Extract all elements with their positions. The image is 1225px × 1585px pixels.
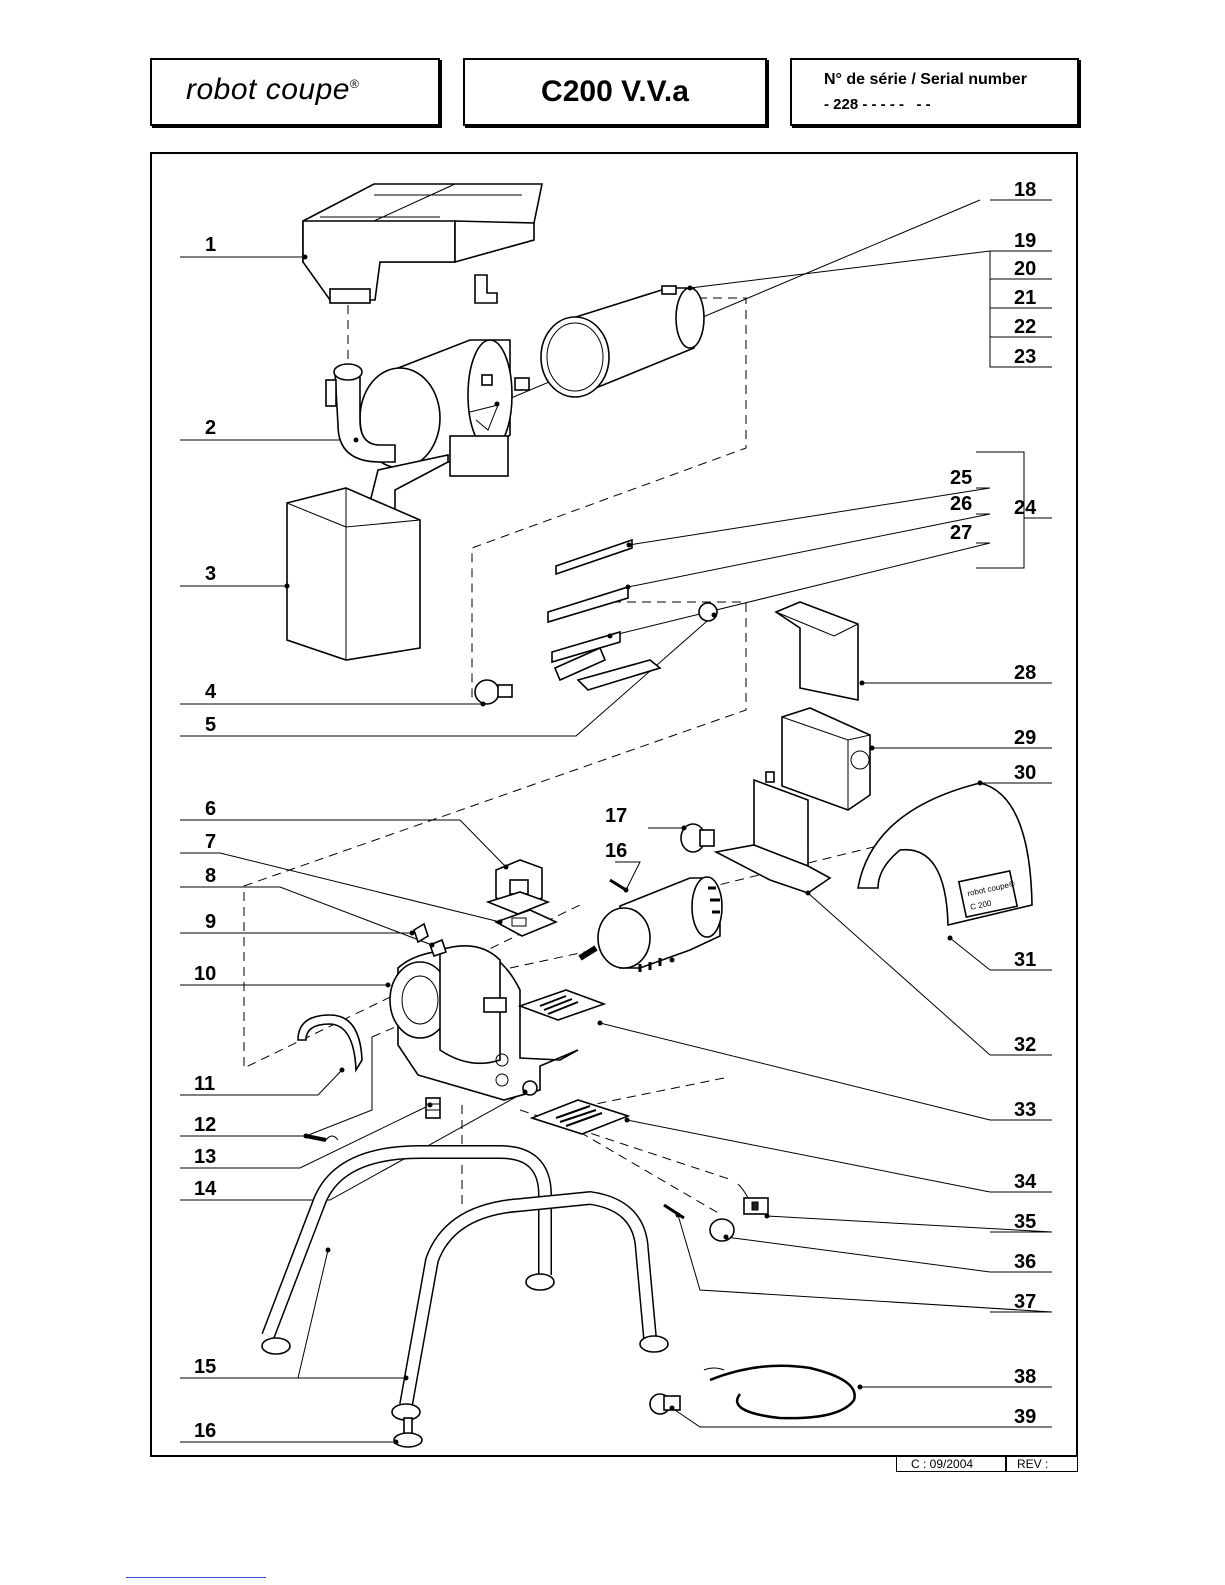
stand-part-15 bbox=[262, 1152, 668, 1420]
part-number: 12 bbox=[194, 1114, 216, 1136]
knob-part-4 bbox=[475, 680, 512, 707]
foot-part-16-lower bbox=[394, 1418, 423, 1447]
plate-part-7 bbox=[496, 910, 556, 936]
clip-part-9 bbox=[410, 924, 429, 942]
part-number: 39 bbox=[1014, 1406, 1036, 1428]
part-number: 25 bbox=[950, 467, 972, 489]
part-number: 1 bbox=[205, 234, 216, 256]
part-number: 38 bbox=[1014, 1366, 1036, 1388]
motor bbox=[580, 877, 722, 972]
switch-part-35 bbox=[738, 1184, 770, 1219]
part-number: 33 bbox=[1014, 1099, 1036, 1121]
part-number: 14 bbox=[194, 1178, 217, 1200]
cable-part-38 bbox=[704, 1366, 863, 1418]
bin-part-3 bbox=[285, 488, 421, 660]
part-number: 17 bbox=[605, 805, 627, 827]
part-number: 15 bbox=[194, 1356, 216, 1378]
part-number: 31 bbox=[1014, 949, 1036, 971]
cutting-head-part-2 bbox=[326, 340, 512, 510]
part-number: 20 bbox=[1014, 258, 1036, 280]
vent-part-34 bbox=[532, 1100, 630, 1134]
pin-part-17 bbox=[610, 880, 629, 893]
revision-date: C : 09/2004 bbox=[896, 1457, 1006, 1472]
drum-part-19 bbox=[515, 286, 704, 398]
part-number: 18 bbox=[1014, 179, 1036, 201]
part-number: 3 bbox=[205, 563, 216, 585]
part-number: 21 bbox=[1014, 287, 1036, 309]
hopper-part-1 bbox=[303, 184, 543, 303]
part-number: 30 bbox=[1014, 762, 1036, 784]
part-number: 10 bbox=[194, 963, 216, 985]
part-number: 23 bbox=[1014, 346, 1036, 368]
gear-part-14 bbox=[523, 1081, 538, 1095]
part-number: 6 bbox=[205, 798, 216, 820]
part-number: 35 bbox=[1014, 1211, 1036, 1233]
cover-part-28 bbox=[776, 602, 865, 700]
part-number: 9 bbox=[205, 911, 216, 933]
part-number: 7 bbox=[205, 831, 216, 853]
part-number: 37 bbox=[1014, 1291, 1036, 1313]
ring-part-11 bbox=[298, 1015, 362, 1073]
spring-part-13 bbox=[426, 1098, 440, 1118]
plug-part-39 bbox=[650, 1394, 680, 1414]
part-number: 5 bbox=[205, 714, 216, 736]
part-number: 16 bbox=[194, 1420, 216, 1442]
part-number: 34 bbox=[1014, 1171, 1037, 1193]
transformer-part-6 bbox=[488, 860, 548, 914]
part-number: 28 bbox=[1014, 662, 1036, 684]
part-number: 36 bbox=[1014, 1251, 1036, 1273]
vent-part-33 bbox=[520, 990, 604, 1026]
part-number: 22 bbox=[1014, 316, 1036, 338]
revision-label: REV : bbox=[1006, 1457, 1078, 1472]
housing-part-30: robot coupe® C 200 bbox=[858, 781, 1032, 941]
part-number: 27 bbox=[950, 522, 972, 544]
main-body-part-10 bbox=[386, 940, 579, 1100]
blades-parts-25-27 bbox=[548, 540, 717, 690]
part-number: 19 bbox=[1014, 230, 1036, 252]
part-number: 32 bbox=[1014, 1034, 1036, 1056]
part-number: 11 bbox=[194, 1073, 215, 1095]
part-number: 29 bbox=[1014, 727, 1036, 749]
pin-part-37 bbox=[664, 1205, 684, 1218]
part-number: 13 bbox=[194, 1146, 216, 1168]
page-footer-link[interactable] bbox=[126, 1577, 266, 1578]
part-number: 8 bbox=[205, 865, 216, 887]
foot-part-16-upper bbox=[681, 824, 714, 852]
part-number: 2 bbox=[205, 417, 216, 439]
part-number: 16 bbox=[605, 840, 627, 862]
part-number: 24 bbox=[1014, 497, 1037, 519]
part-number: 26 bbox=[950, 493, 972, 515]
part-number: 4 bbox=[205, 681, 217, 703]
knob-part-36 bbox=[710, 1219, 734, 1241]
